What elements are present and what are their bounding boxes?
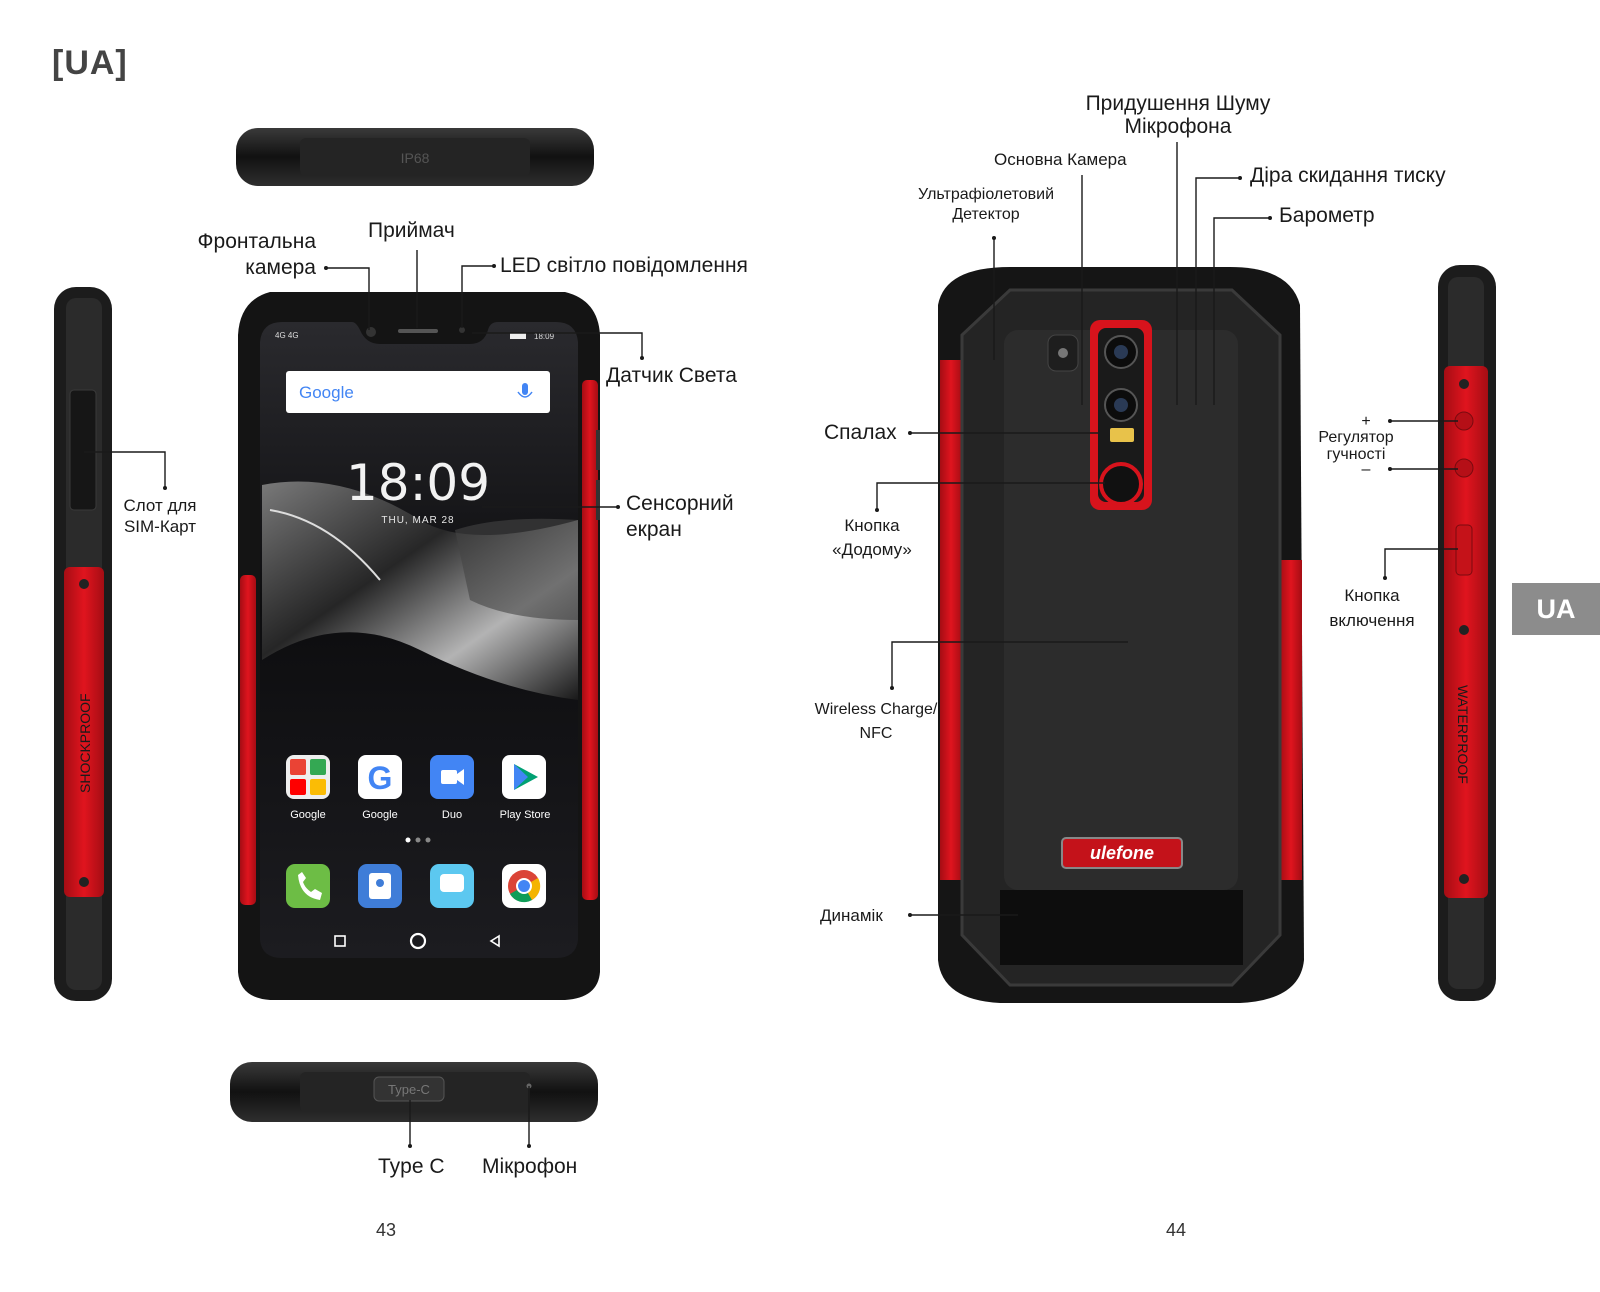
fingerprint-sensor <box>1099 462 1143 506</box>
label-touchscreen-2: екран <box>626 518 682 541</box>
clock-date: THU, MAR 28 <box>381 515 454 526</box>
label-sim-2: SIM-Карт <box>123 517 197 536</box>
label-power-2: включення <box>1329 611 1415 630</box>
svg-text:G: G <box>368 760 393 796</box>
google-app-icon <box>358 755 402 799</box>
label-uv-2: Детектор <box>952 206 1020 223</box>
label-home-1: Кнопка <box>844 516 900 535</box>
app-label-3: Duo <box>442 809 462 821</box>
dock-row <box>286 864 546 908</box>
label-wireless-1: Wireless Charge/ <box>814 701 938 718</box>
label-pressure-hole: Діра скидання тиску <box>1250 164 1446 187</box>
language-tab: UA <box>1512 583 1600 635</box>
leader-dots <box>163 176 1392 1148</box>
google-search-bar <box>286 371 550 413</box>
label-volume-2: гучності <box>1326 446 1386 463</box>
label-power-1: Кнопка <box>1344 586 1400 605</box>
label-volume-minus: – <box>1361 461 1371 478</box>
label-uv-1: Ультрафіолетовий <box>917 186 1055 203</box>
port-label: Type-C <box>388 1082 430 1097</box>
shockproof-text: SHOCKPROOF <box>77 693 93 793</box>
label-type-c: Type C <box>378 1155 445 1178</box>
home-nav-icon <box>409 932 427 950</box>
label-volume-1: Регулятор <box>1318 429 1394 446</box>
mic-icon <box>522 383 528 395</box>
label-front-camera-2: камера <box>245 256 316 279</box>
app-label-1: Google <box>290 809 325 821</box>
label-led: LED світло повідомлення <box>500 254 748 277</box>
label-barometer: Барометр <box>1279 204 1375 227</box>
page-number-left: 43 <box>376 1220 397 1240</box>
recent-apps-icon <box>334 935 346 947</box>
phone-left-side: SHOCKPROOF <box>54 287 112 1001</box>
phone-right-side: WATERPROOF <box>1438 265 1496 1001</box>
label-noise-mic-1: Придушення Шуму <box>1085 92 1271 115</box>
leader-lines <box>84 142 1458 1146</box>
phone-front: 4G 4G 18:09 Google 18:09 THU, MAR 28 G <box>238 292 600 1000</box>
label-receiver: Приймач <box>368 219 455 242</box>
label-home-2: «Додому» <box>832 540 912 559</box>
phone-back: ulefone <box>938 267 1304 1003</box>
label-speaker: Динамік <box>820 906 883 925</box>
clock-time: 18:09 <box>346 454 490 512</box>
flash-led <box>1110 428 1134 442</box>
label-noise-mic-2: Мікрофона <box>1124 115 1232 138</box>
label-microphone: Мікрофон <box>482 1155 578 1178</box>
back-nav-icon <box>489 934 500 948</box>
app-label-4: Play Store <box>500 809 551 821</box>
phone-top-edge: IP68 <box>236 128 594 186</box>
app-label-2: Google <box>362 809 397 821</box>
search-brand: Google <box>299 383 354 402</box>
label-volume-plus: + <box>1361 413 1371 430</box>
waterproof-text: WATERPROOF <box>1455 685 1471 784</box>
phone-bottom-edge: Type-C <box>230 1062 598 1122</box>
label-light-sensor: Датчик Света <box>606 364 737 387</box>
brand-logo: ulefone <box>1090 843 1154 863</box>
label-wireless-2: NFC <box>859 725 893 742</box>
label-front-camera-1: Фронтальна <box>197 230 316 253</box>
label-sim-1: Слот для <box>123 496 197 515</box>
phone-icon <box>286 864 330 908</box>
svg-text:4G 4G: 4G 4G <box>275 331 299 340</box>
top-edge-mark: IP68 <box>401 150 430 166</box>
label-main-camera: Основна Камера <box>994 150 1127 169</box>
label-touchscreen-1: Сенсорний <box>626 492 734 515</box>
page-heading: [UA] <box>52 44 128 82</box>
app-row-1: G Google Google Duo Play Store <box>286 755 550 821</box>
page-number-right: 44 <box>1166 1220 1187 1240</box>
label-flash: Спалах <box>824 421 897 444</box>
status-time: 18:09 <box>534 332 555 341</box>
